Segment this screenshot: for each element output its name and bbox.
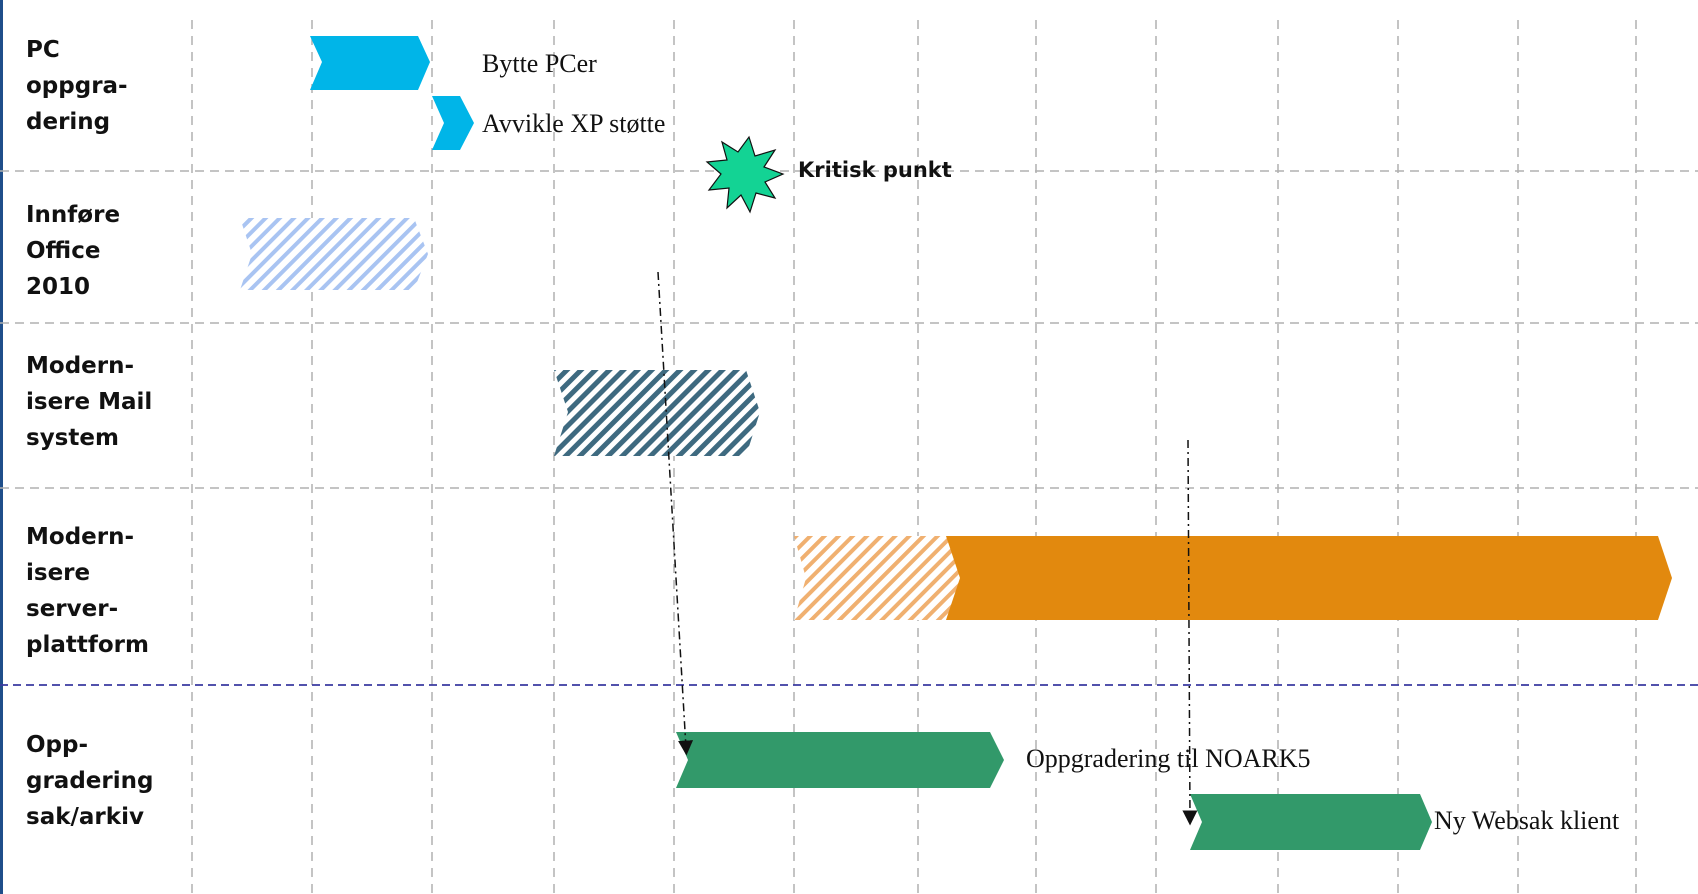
task-label-avvikle-xp: Avvikle XP støtte [482, 109, 666, 138]
vertical-grid-lines [191, 20, 1637, 894]
bar-noark5 [676, 732, 1004, 788]
row-label-sak-arkiv: Opp- gradering sak/arkiv [26, 732, 154, 830]
task-label-websak: Ny Websak klient [1434, 806, 1620, 835]
bar-server-plattform [946, 536, 1672, 620]
row-label-server-plattform: Modern- isere server- plattform [26, 524, 149, 658]
task-label-noark5: Oppgradering til NOARK5 [1026, 744, 1311, 773]
task-label-bytte-pcer: Bytte PCer [482, 49, 597, 78]
bar-websak [1190, 794, 1432, 850]
dependency-arrows [657, 271, 1198, 826]
bar-server-hatched [794, 536, 962, 620]
bar-bytte-pcer [310, 36, 430, 90]
row-separators [0, 170, 1698, 489]
bar-avvikle-xp [432, 96, 474, 150]
left-edge-strip [0, 0, 3, 894]
bar-mail-system [554, 370, 760, 456]
row-label-mail-system: Modern- isere Mail system [26, 353, 153, 451]
row-label-office-2010: Innføre Office 2010 [26, 202, 121, 300]
starburst-icon [705, 135, 785, 214]
milestone-label-kritisk-punkt: Kritisk punkt [798, 158, 952, 182]
bar-office-2010 [240, 218, 428, 290]
row-label-pc-oppgradering: PC oppgra- dering [26, 37, 128, 135]
arrow-mail-to-noark [657, 271, 694, 756]
